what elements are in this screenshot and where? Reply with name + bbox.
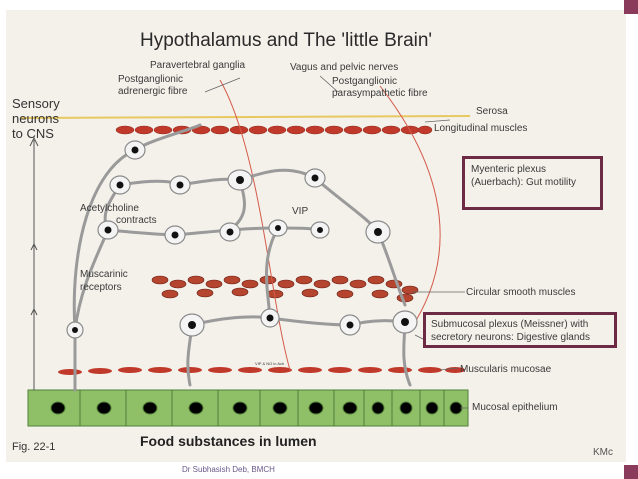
diagram-title: Hypothalamus and The 'little Brain' — [140, 30, 433, 51]
mucosal-epithelium — [27, 389, 469, 427]
label-postganglionic-adrenergic-2: adrenergic fibre — [118, 86, 188, 97]
label-receptors: receptors — [80, 282, 122, 293]
neuron-bodies — [66, 140, 418, 339]
slide-corner-top — [624, 0, 638, 14]
label-to-cns: to CNS — [12, 126, 54, 141]
serosa-line — [19, 115, 471, 119]
label-muscarinic: Muscarinic — [80, 269, 128, 280]
muscularis-mucosae-band — [58, 367, 465, 375]
label-paravertebral-ganglia: Paravertebral ganglia — [150, 60, 246, 71]
label-circular-smooth-muscles: Circular smooth muscles — [466, 287, 576, 298]
figure-number: Fig. 22-1 — [12, 441, 56, 453]
label-vip-no: VIP & NO in Ach — [255, 361, 285, 366]
label-neurons: neurons — [12, 111, 59, 126]
pointer-lines — [204, 75, 468, 409]
label-muscularis-mucosae: Muscularis mucosae — [460, 364, 552, 375]
nerve-fibres — [72, 123, 412, 392]
circular-muscle-band — [151, 275, 419, 303]
label-postganglionic-adrenergic-1: Postganglionic — [118, 74, 184, 85]
label-contracts: contracts — [116, 215, 157, 226]
sensory-arrow — [29, 136, 39, 390]
slide-corner-bottom — [624, 465, 638, 479]
label-postganglionic-parasympathetic-1: Postganglionic — [332, 76, 398, 87]
label-serosa: Serosa — [476, 106, 508, 117]
label-vagus-pelvic-nerves: Vagus and pelvic nerves — [290, 62, 399, 73]
label-postganglionic-parasympathetic-2: parasympathetic fibre — [332, 88, 428, 99]
longitudinal-muscle-band — [115, 125, 433, 135]
label-longitudinal-muscles: Longitudinal muscles — [434, 123, 528, 134]
label-acetylcholine: Acetylcholine — [80, 203, 139, 214]
submucosal-line-1: Submucosal plexus (Meissner) with — [431, 319, 589, 330]
submucosal-line-2: secretory neurons: Digestive glands — [431, 332, 590, 343]
neuron-nuclei — [72, 146, 409, 333]
myenteric-line-2: (Auerbach): Gut motility — [471, 177, 577, 188]
label-food-substances: Food substances in lumen — [140, 433, 317, 449]
author-initials: KMc — [593, 447, 613, 458]
label-mucosal-epithelium: Mucosal epithelium — [472, 402, 558, 413]
label-sensory: Sensory — [12, 96, 60, 111]
postganglionic-fibres — [219, 79, 441, 371]
slide-credit: Dr Subhasish Deb, BMCH — [182, 465, 275, 474]
submucosal-plexus-box: Submucosal plexus (Meissner) with secret… — [423, 312, 617, 348]
label-vip: VIP — [292, 206, 309, 217]
myenteric-plexus-box: Myenteric plexus (Auerbach): Gut motilit… — [462, 156, 603, 210]
myenteric-line-1: Myenteric plexus — [471, 164, 547, 175]
